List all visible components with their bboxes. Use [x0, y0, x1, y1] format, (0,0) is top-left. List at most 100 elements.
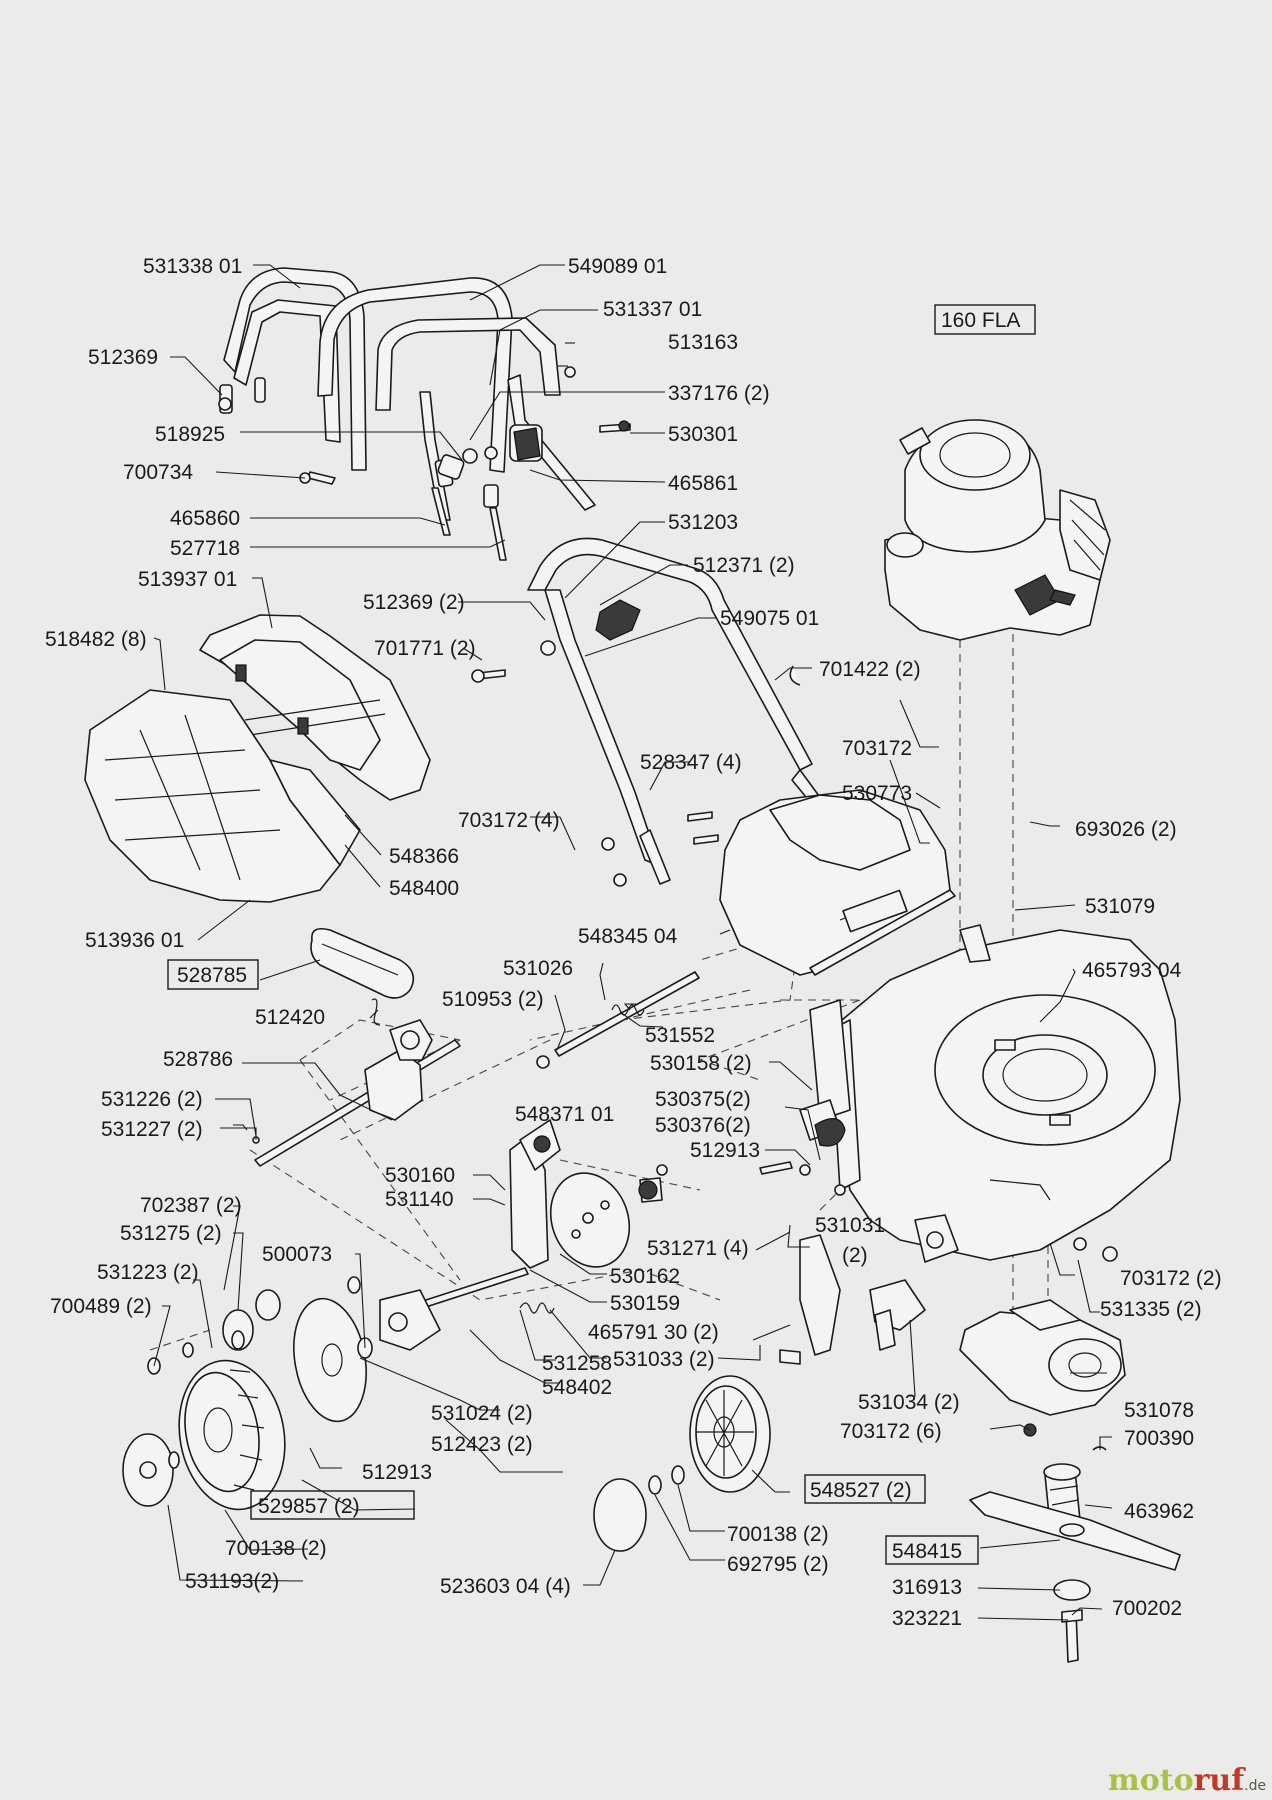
label-531079: 531079: [1085, 895, 1155, 918]
label-531078: 531078: [1124, 1399, 1194, 1422]
label-337176: 337176 (2): [668, 382, 770, 405]
watermark-suffix: .de: [1244, 1778, 1266, 1794]
label-531275: 531275 (2): [120, 1222, 222, 1245]
label-527718: 527718: [170, 537, 240, 560]
label-465861: 465861: [668, 472, 738, 495]
label-548345-04: 548345 04: [578, 925, 678, 948]
label-701771: 701771 (2): [374, 637, 476, 660]
label-702387: 702387 (2): [140, 1194, 242, 1217]
label-549075-01: 549075 01: [720, 607, 819, 630]
label-531226: 531226 (2): [101, 1088, 203, 1111]
label-512420: 512420: [255, 1006, 325, 1029]
label-530375: 530375(2): [655, 1088, 751, 1111]
label-700489: 700489 (2): [50, 1295, 152, 1318]
label-531337-01: 531337 01: [603, 298, 702, 321]
label-549089-01: 549089 01: [568, 255, 667, 278]
side-bracket-drawing: [779, 1214, 1118, 1451]
label-530773: 530773: [842, 782, 912, 805]
label-548527: 548527 (2): [810, 1479, 912, 1502]
label-465860: 465860: [170, 507, 240, 530]
label-531031: 531031: [815, 1214, 885, 1237]
label-700138-a: 700138 (2): [225, 1537, 327, 1560]
label-513936-01: 513936 01: [85, 929, 184, 952]
label-531552: 531552: [645, 1024, 715, 1047]
label-703172-2: 703172 (2): [1120, 1267, 1222, 1290]
label-531034: 531034 (2): [858, 1391, 960, 1414]
label-518925: 518925: [155, 423, 225, 446]
label-160-fla: 160 FLA: [941, 309, 1020, 332]
label-531223: 531223 (2): [97, 1261, 199, 1284]
label-692795: 692795 (2): [727, 1553, 829, 1576]
label-316913: 316913: [892, 1576, 962, 1599]
label-548371-01: 548371 01: [515, 1103, 614, 1126]
deck-drawing: [809, 924, 1181, 1261]
label-512371: 512371 (2): [693, 554, 795, 577]
mulch-insert-drawing: [959, 1299, 1126, 1416]
label-693026: 693026 (2): [1075, 818, 1177, 841]
label-548400: 548400: [389, 877, 459, 900]
grass-bag-top-drawing: [199, 614, 431, 801]
label-531203: 531203: [668, 511, 738, 534]
svg-text:motoruf.de: motoruf.de: [1108, 1763, 1266, 1798]
label-531258: 531258: [542, 1352, 612, 1375]
watermark-part1: moto: [1108, 1763, 1194, 1798]
label-463962: 463962: [1124, 1500, 1194, 1523]
label-703172: 703172: [842, 737, 912, 760]
label-700390: 700390: [1124, 1427, 1194, 1450]
lower-handle-drawing: [471, 537, 823, 887]
label-512913: 512913: [690, 1139, 760, 1162]
drive-disc-drawing: [293, 1276, 373, 1423]
label-531026: 531026: [503, 957, 573, 980]
label-531227: 531227 (2): [101, 1118, 203, 1141]
label-548366: 548366: [389, 845, 459, 868]
label-323221: 323221: [892, 1607, 962, 1630]
belt-drawing: [310, 927, 415, 999]
label-528785: 528785: [177, 964, 247, 987]
label-548402: 548402: [542, 1376, 612, 1399]
label-528786: 528786: [163, 1048, 233, 1071]
label-531335: 531335 (2): [1100, 1298, 1202, 1321]
label-530158: 530158 (2): [650, 1052, 752, 1075]
label-513163: 513163: [668, 331, 738, 354]
grass-bag-drawing: [84, 689, 361, 903]
watermark-logo: motoruf.de: [1108, 1763, 1266, 1798]
label-2: (2): [842, 1244, 868, 1267]
label-531338-01: 531338 01: [143, 255, 242, 278]
label-529857: 529857 (2): [258, 1495, 360, 1518]
engine-drawing: [884, 419, 1111, 641]
label-512913-b: 512913: [362, 1461, 432, 1484]
label-700734: 700734: [123, 461, 193, 484]
front-wheel-drawing: [593, 1375, 771, 1552]
rear-wheel-drawing: [122, 1359, 286, 1511]
cable-parts-drawing: [218, 366, 631, 561]
label-frames: [167, 304, 1036, 1565]
label-465793-04: 465793 04: [1082, 959, 1182, 982]
label-530160: 530160: [385, 1164, 455, 1187]
label-531193: 531193(2): [185, 1570, 279, 1593]
link-rod-drawing: [379, 1267, 555, 1351]
label-510953: 510953 (2): [442, 988, 544, 1011]
label-700138-b: 700138 (2): [727, 1523, 829, 1546]
label-513937-01: 513937 01: [138, 568, 237, 591]
label-528347: 528347 (4): [640, 751, 742, 774]
label-700202: 700202: [1112, 1597, 1182, 1620]
label-531140: 531140: [385, 1188, 454, 1211]
rear-flap-drawing: [719, 789, 956, 976]
label-518482: 518482 (8): [45, 628, 147, 651]
blade-drawing: [969, 1463, 1181, 1663]
pinion-drawing: [147, 1289, 281, 1375]
label-512369: 512369: [88, 346, 158, 369]
label-523603-04: 523603 04 (4): [440, 1575, 571, 1598]
label-465791-30: 465791 30 (2): [588, 1321, 719, 1344]
label-703172-4: 703172 (4): [458, 809, 560, 832]
label-701422: 701422 (2): [819, 658, 921, 681]
tension-rod-drawing: [536, 971, 700, 1069]
part-labels: 531338 01 549089 01 531337 01 512369 513…: [45, 255, 1222, 1630]
leader-lines: [153, 264, 1113, 1621]
upper-handle-drawing: [219, 267, 367, 471]
drive-plate-drawing: [509, 1099, 846, 1269]
label-548415: 548415: [892, 1540, 962, 1563]
label-500073: 500073: [262, 1243, 332, 1266]
